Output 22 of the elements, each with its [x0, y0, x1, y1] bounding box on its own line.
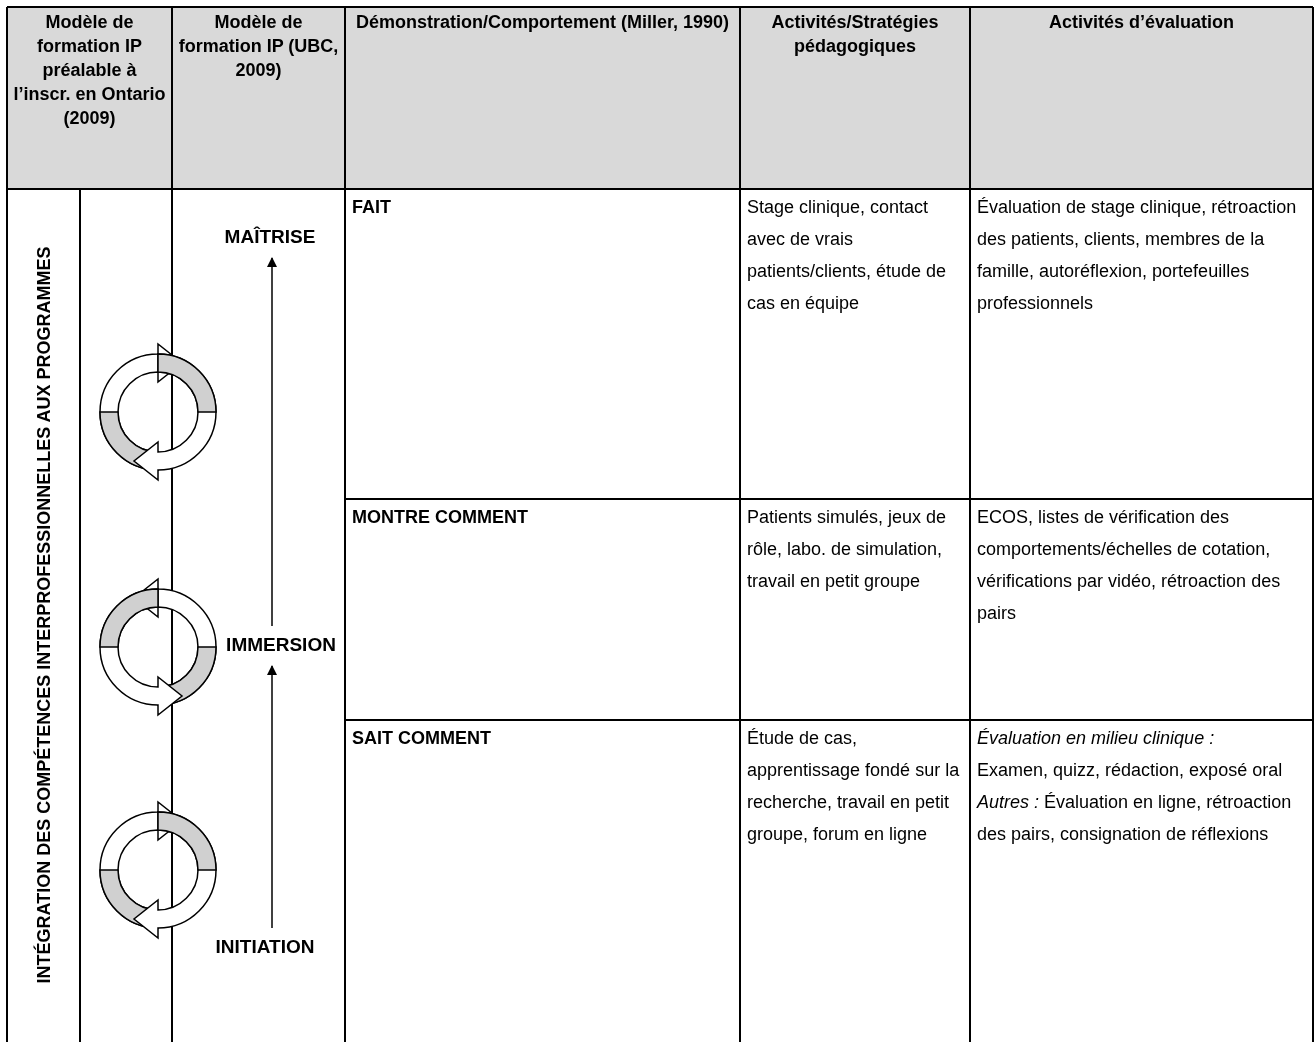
stage-label: IMMERSION	[220, 632, 342, 658]
column-header: Activités d’évaluation	[1047, 11, 1236, 34]
cell-text: Patients simulés, jeux de rôle, labo. de simulation, travail en petit groupe	[747, 506, 948, 593]
cell-text: Évaluation en milieu clinique :	[977, 727, 1216, 750]
column-header: Démonstration/Comportement (Miller, 1990)	[354, 11, 731, 34]
stage-label: MAÎTRISE	[200, 224, 340, 250]
column-header: Modèle de formation IP préalable à l’inscr. en Ontario (2009)	[12, 11, 167, 130]
level-heading: SAIT COMMENT	[352, 727, 492, 750]
column-header: Modèle de formation IP (UBC, 2009)	[177, 11, 340, 82]
cell-text: Autres : Évaluation en ligne, rétroaction des pairs, consignation de réflexions	[977, 791, 1293, 846]
vertical-row-label: INTÉGRATION DES COMPÉTENCES INTERPROFESSIONNELLES AUX PROGRAMMES	[32, 245, 55, 986]
level-heading: FAIT	[352, 196, 392, 219]
column-header: Activités/Stratégies pédagogiques	[770, 11, 940, 58]
arrow	[267, 665, 277, 929]
cell-text: Stage clinique, contact avec de vrais patients/clients, étude de cas en équipe	[747, 196, 948, 315]
cell-text: Examen, quizz, rédaction, exposé oral	[977, 759, 1284, 782]
arrow	[267, 257, 277, 627]
cell-text: Évaluation de stage clinique, rétroaction des patients, clients, membres de la famille, autoréflexion, portefeuilles professionnels	[977, 196, 1298, 315]
level-heading: MONTRE COMMENT	[352, 506, 529, 529]
stage-label: INITIATION	[190, 934, 340, 960]
cell-text: Étude de cas, apprentissage fondé sur la recherche, travail en petit groupe, forum en ligne	[747, 727, 961, 846]
cell-text: ECOS, listes de vérification des comportements/échelles de cotation, vérifications par vidéo, rétroaction des pairs	[977, 506, 1282, 625]
